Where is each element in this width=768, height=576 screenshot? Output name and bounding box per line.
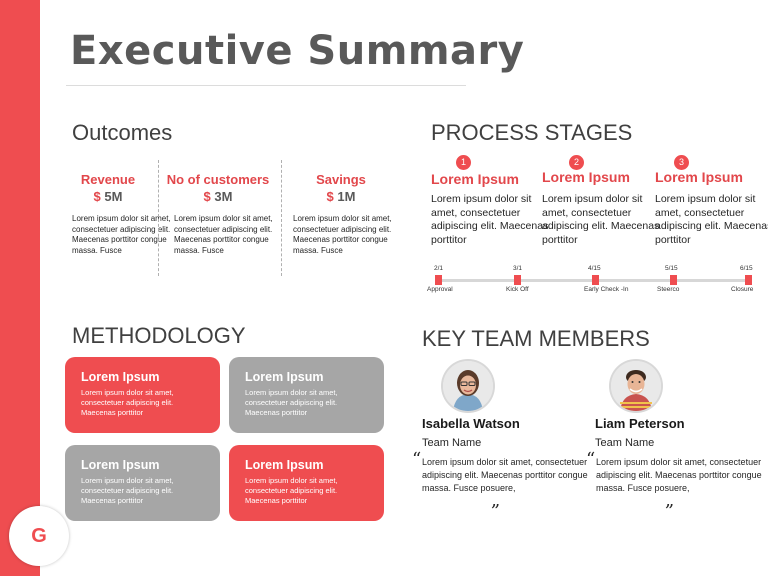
man-avatar-icon (611, 361, 661, 411)
methodology-box-desc: Lorem ipsum dolor sit amet, consectetuer… (245, 388, 338, 417)
timeline-date: 4/15 (588, 265, 601, 272)
methodology-box: Lorem Ipsum Lorem ipsum dolor sit amet, … (229, 357, 384, 433)
timeline-date: 3/1 (513, 265, 523, 272)
timeline-label: Approval (427, 286, 453, 293)
timeline-label: Early Check -In (584, 286, 629, 293)
left-accent-bar (0, 0, 40, 576)
timeline-date: 5/15 (665, 265, 678, 272)
brand-logo: G (9, 506, 69, 566)
outcome-savings: Savings $ 1M Lorem ipsum dolor sit amet,… (285, 172, 397, 256)
outcomes-heading: Outcomes (72, 120, 173, 145)
process-heading: PROCESS STAGES (431, 120, 633, 145)
timeline-marker (435, 275, 442, 285)
close-quote-icon: „ (665, 490, 675, 511)
woman-avatar-icon (443, 361, 493, 411)
outcome-desc: Lorem ipsum dolor sit amet, consectetuer… (293, 214, 392, 255)
outcome-label: Revenue (80, 172, 136, 187)
methodology-box: Lorem Ipsum Lorem ipsum dolor sit amet, … (65, 445, 220, 521)
methodology-box-desc: Lorem ipsum dolor sit amet, consectetuer… (81, 388, 174, 417)
member-name: Isabella Watson (422, 416, 520, 431)
stage-title: Lorem Ipsum (655, 169, 743, 185)
timeline-label: Closure (731, 286, 754, 293)
methodology-box-title: Lorem Ipsum (245, 370, 324, 384)
outcome-value: $ 3M (203, 189, 233, 204)
member-team: Team Name (595, 437, 655, 449)
page-title: Executive Summary (70, 28, 525, 74)
methodology-box-title: Lorem Ipsum (245, 458, 324, 472)
member-quote: Lorem ipsum dolor sit amet, consectetuer… (596, 457, 762, 493)
outcome-value: $ 5M (93, 189, 123, 204)
methodology-box-desc: Lorem ipsum dolor sit amet, consectetuer… (245, 476, 338, 505)
methodology-box-desc: Lorem ipsum dolor sit amet, consectetuer… (81, 476, 174, 505)
open-quote-icon: “ (586, 449, 596, 470)
stage-number: 1 (456, 155, 471, 170)
stage-number: 3 (674, 155, 689, 170)
outcome-desc: Lorem ipsum dolor sit amet, consectetuer… (174, 214, 273, 255)
timeline-marker (670, 275, 677, 285)
outcome-label: No of customers (166, 172, 270, 187)
stage-title: Lorem Ipsum (542, 169, 630, 185)
stage-desc: Lorem ipsum dolor sit amet, consectetuer… (542, 193, 660, 246)
member-quote: Lorem ipsum dolor sit amet, consectetuer… (422, 457, 588, 493)
outcome-customers: No of customers $ 3M Lorem ipsum dolor s… (162, 172, 274, 256)
methodology-box-title: Lorem Ipsum (81, 458, 160, 472)
title-divider (66, 85, 466, 86)
timeline-date: 2/1 (434, 265, 444, 272)
stage-title: Lorem Ipsum (431, 171, 519, 187)
outcome-desc: Lorem ipsum dolor sit amet, consectetuer… (72, 214, 171, 255)
methodology-box: Lorem Ipsum Lorem ipsum dolor sit amet, … (65, 357, 220, 433)
methodology-heading: METHODOLOGY (72, 323, 246, 348)
stage-desc: Lorem ipsum dolor sit amet, consectetuer… (431, 193, 549, 246)
methodology-box: Lorem Ipsum Lorem ipsum dolor sit amet, … (229, 445, 384, 521)
timeline-marker (592, 275, 599, 285)
timeline-marker (514, 275, 521, 285)
outcome-separator (281, 160, 282, 276)
close-quote-icon: „ (491, 490, 501, 511)
outcome-value: $ 1M (326, 189, 356, 204)
member-team: Team Name (422, 437, 482, 449)
timeline-label: Steerco (657, 286, 680, 293)
outcome-revenue: Revenue $ 5M Lorem ipsum dolor sit amet,… (52, 172, 171, 256)
outcome-label: Savings (316, 172, 366, 187)
timeline-date: 6/15 (740, 265, 753, 272)
stage-number: 2 (569, 155, 584, 170)
stage-desc: Lorem ipsum dolor sit amet, consectetuer… (655, 193, 768, 246)
timeline-label: Kick Off (506, 286, 529, 293)
team-heading: KEY TEAM MEMBERS (422, 326, 650, 351)
open-quote-icon: “ (412, 449, 422, 470)
member-name: Liam Peterson (595, 416, 685, 431)
outcome-separator (158, 160, 159, 276)
timeline-marker (745, 275, 752, 285)
methodology-box-title: Lorem Ipsum (81, 370, 160, 384)
